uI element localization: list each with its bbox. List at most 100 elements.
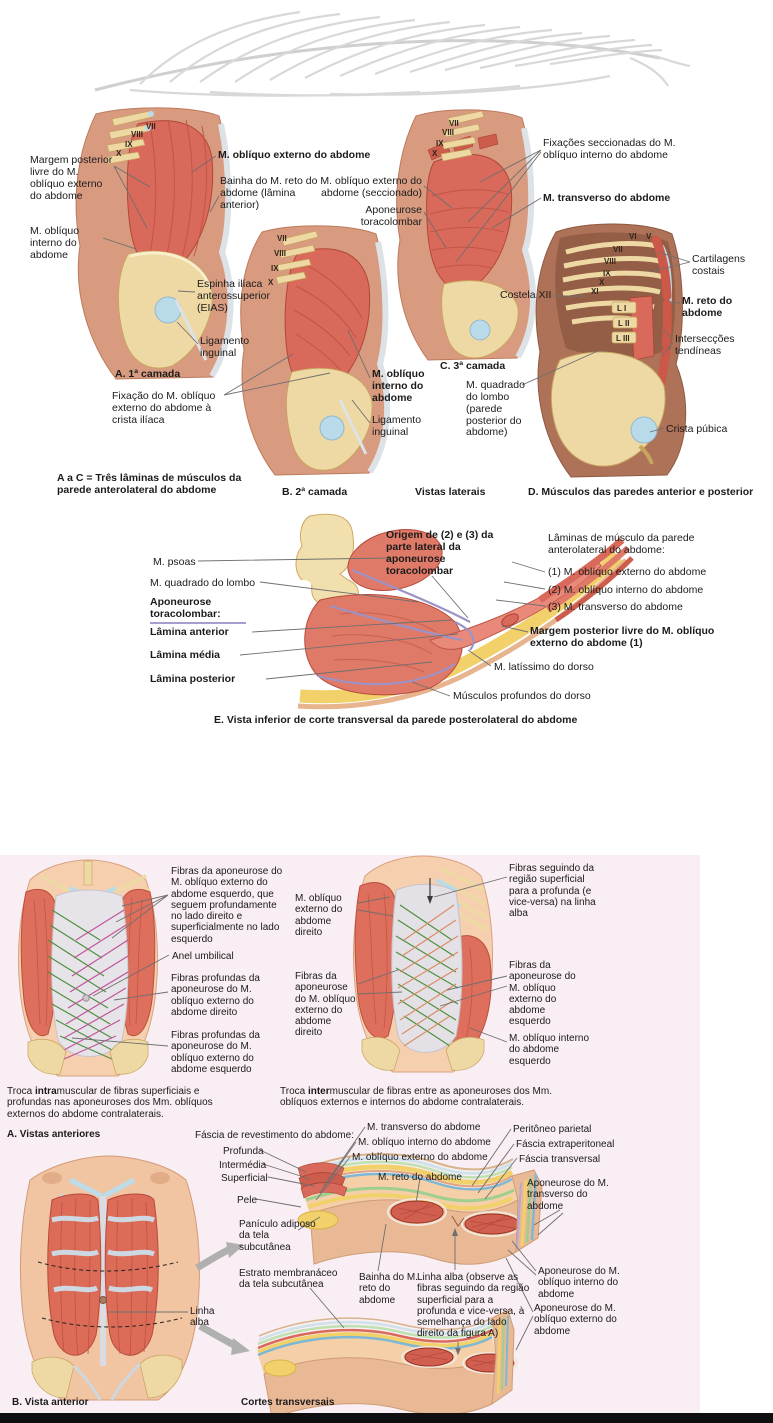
caption-panel-b: B. 2ª camada xyxy=(282,486,348,498)
caption-troca-intramuscular: Troca intramuscular de fibras superficia… xyxy=(7,1086,213,1120)
label-reto-abdome-d: M. reto do abdome xyxy=(682,295,733,319)
panel-d-art xyxy=(535,223,687,478)
label-musculos-profundos-dorso: Músculos profundos do dorso xyxy=(453,690,591,702)
rib-number: X xyxy=(599,278,605,287)
rib-number: IX xyxy=(603,269,611,278)
label-bainha-reto: Bainha do M. reto do abdome (lâmina ante… xyxy=(220,175,318,211)
rib-number: VII xyxy=(146,122,156,131)
rib-number: X xyxy=(116,149,122,158)
label-fixacao-crista-iliaca: Fixação do M. oblíquo externo do abdome … xyxy=(112,390,216,426)
vertebra-number: L II xyxy=(618,319,630,328)
label-item-3: (3) M. transverso do abdome xyxy=(548,601,683,613)
label-obliquo-interno-esquerdo: M. oblíquo interno do abdome esquerdo xyxy=(509,1033,590,1067)
label-quadrado-lombo-e: M. quadrado do lombo xyxy=(150,577,256,589)
caption-vistas-laterais: Vistas laterais xyxy=(415,486,486,498)
rib-number: VII xyxy=(613,245,623,254)
rib-number: IX xyxy=(125,140,133,149)
label-ligamento-inguinal-b: Ligamento inguinal xyxy=(372,414,422,438)
leader-lines xyxy=(71,149,691,1355)
anterior-view-b-art xyxy=(19,1155,200,1401)
rib-number: VIII xyxy=(131,130,144,139)
label-obliquo-interno-corte: M. oblíquo interno do abdome xyxy=(358,1137,491,1148)
label-obliquo-externo-seccionado: M. oblíquo externo do abdome (seccionado… xyxy=(320,175,422,199)
label-obliquo-externo-a: M. oblíquo externo do abdome xyxy=(218,149,371,161)
label-fibras-aponeurose-esquerdo-2: Fibras da aponeurose do M. oblíquo exter… xyxy=(509,960,576,1028)
label-fascia-transversal: Fáscia transversal xyxy=(519,1154,601,1165)
gray-arrow-upper xyxy=(195,1242,244,1271)
rib-number: X xyxy=(432,149,438,158)
label-fascia-revestimento: Fáscia de revestimento do abdome: xyxy=(195,1130,354,1141)
caption-panel-c: C. 3ª camada xyxy=(440,360,506,372)
label-peritoneo-parietal: Peritôneo parietal xyxy=(513,1124,592,1135)
label-costela-xii: Costela XII xyxy=(500,289,552,301)
label-lamina-posterior: Lâmina posterior xyxy=(150,673,236,685)
label-origem-2-3: Origem de (2) e (3) da parte lateral da … xyxy=(386,529,494,577)
label-fascia-intermedia: Intermédia xyxy=(219,1160,267,1171)
label-margem-posterior-e: Margem posterior livre do M. oblíquo ext… xyxy=(530,625,715,649)
panel-a-art xyxy=(75,107,234,380)
label-bainha-reto-corte: Bainha do M. reto do abdome xyxy=(359,1272,418,1306)
label-fibras-profundas-direito: Fibras profundas da aponeurose do M. obl… xyxy=(171,973,260,1018)
label-anel-umbilical: Anel umbilical xyxy=(172,951,234,962)
panel-e-art xyxy=(295,513,634,710)
label-reto-corte: M. reto do abdome xyxy=(378,1172,462,1183)
caption-panel-e: E. Vista inferior de corte transversal d… xyxy=(214,714,578,726)
label-lamina-anterior: Lâmina anterior xyxy=(150,626,229,638)
rib-number: VIII xyxy=(274,249,287,258)
label-fibras-aponeurose-esquerdo: Fibras da aponeurose do M. oblíquo exter… xyxy=(171,866,283,945)
feather-watermark xyxy=(94,10,691,97)
label-aponeurose-toracolombar-titulo: Aponeurose toracolombar: xyxy=(150,596,246,624)
rib-number: IX xyxy=(271,264,279,273)
page-bottom-bar xyxy=(0,1413,773,1423)
label-fibras-profundas-esquerdo: Fibras profundas da aponeurose do M. obl… xyxy=(171,1030,260,1075)
note-a-c-laminas: A a C = Três lâminas de músculos da pare… xyxy=(57,472,242,496)
label-aponeurose-interno: Aponeurose do M. oblíquo interno do abdo… xyxy=(538,1266,620,1300)
label-linha-alba-b: Linha alba xyxy=(190,1306,215,1329)
label-fascia-profunda: Profunda xyxy=(223,1146,264,1157)
label-fixacoes-seccionadas: Fixações seccionadas do M. oblíquo inter… xyxy=(543,137,676,161)
caption-cortes-transversais: Cortes transversais xyxy=(241,1397,335,1408)
label-transverso-c: M. transverso do abdome xyxy=(543,192,671,204)
upper-cross-section-art xyxy=(297,1153,543,1265)
label-psoas: M. psoas xyxy=(153,556,196,568)
label-aponeurose-externo: Aponeurose do M. oblíquo externo do abdo… xyxy=(534,1303,617,1337)
label-obliquo-interno-a: M. oblíquo interno do abdome xyxy=(30,225,80,261)
label-laminas-titulo: Lâminas de músculo da parede anterolater… xyxy=(548,532,695,556)
vertebra-number: L I xyxy=(617,304,627,313)
label-margem-posterior-livre: Margem posterior livre do M. oblíquo ext… xyxy=(30,154,113,202)
panel-b-art xyxy=(240,225,391,476)
caption-panel-a: A. 1ª camada xyxy=(115,368,181,380)
label-pele: Pele xyxy=(237,1195,258,1206)
gray-arrow-lower xyxy=(198,1322,250,1355)
label-obliquo-interno-b: M. oblíquo interno do abdome xyxy=(372,368,425,404)
vertebra-number: L III xyxy=(616,334,630,343)
rib-number: VIII xyxy=(442,128,455,137)
rib-number: XI xyxy=(591,287,599,296)
label-aponeurose-toracolombar-c: Aponeurose toracolombar xyxy=(360,204,422,228)
rib-number: VII xyxy=(277,234,287,243)
label-estrato-membranaceo: Estrato membranáceo da tela subcutânea xyxy=(239,1268,338,1291)
label-linha-alba-observe: Linha alba (observe as fibras seguindo d… xyxy=(417,1272,530,1340)
label-crista-pubica: Crista púbica xyxy=(666,423,728,435)
anterior-view-left-art xyxy=(17,859,159,1077)
label-fibras-seguindo: Fibras seguindo da região superficial pa… xyxy=(509,863,596,920)
rib-number: VI xyxy=(629,232,637,241)
label-obliquo-externo-direito: M. oblíquo externo do abdome direito xyxy=(295,893,343,938)
label-ligamento-inguinal-a: Ligamento inguinal xyxy=(200,335,250,359)
label-item-2: (2) M. oblíquo interno do abdome xyxy=(548,584,704,596)
rib-number: X xyxy=(268,278,274,287)
label-quadrado-lombo-c: M. quadrado do lombo (parede posterior d… xyxy=(466,379,525,439)
lower-cross-section-art xyxy=(257,1309,518,1419)
panel-c-art xyxy=(396,109,536,361)
anterior-view-right-art xyxy=(352,855,494,1073)
caption-vistas-anteriores: A. Vistas anteriores xyxy=(7,1129,101,1140)
label-espinha-iliaca: Espinha ilíaca anterossuperior (EIAS) xyxy=(197,278,270,314)
label-latissimo-dorso: M. latíssimo do dorso xyxy=(494,661,594,673)
caption-troca-intermuscular: Troca intermuscular de fibras entre as a… xyxy=(280,1086,552,1109)
rib-number: V xyxy=(646,232,652,241)
label-fibras-aponeurose-direito: Fibras da aponeurose do M. oblíquo exter… xyxy=(295,971,356,1039)
caption-panel-d: D. Músculos das paredes anterior e poste… xyxy=(528,486,754,498)
label-interseccoes-tendineas: Intersecções tendíneas xyxy=(675,333,735,357)
label-transverso-corte: M. transverso do abdome xyxy=(367,1122,481,1133)
caption-vista-anterior-b: B. Vista anterior xyxy=(12,1397,89,1408)
